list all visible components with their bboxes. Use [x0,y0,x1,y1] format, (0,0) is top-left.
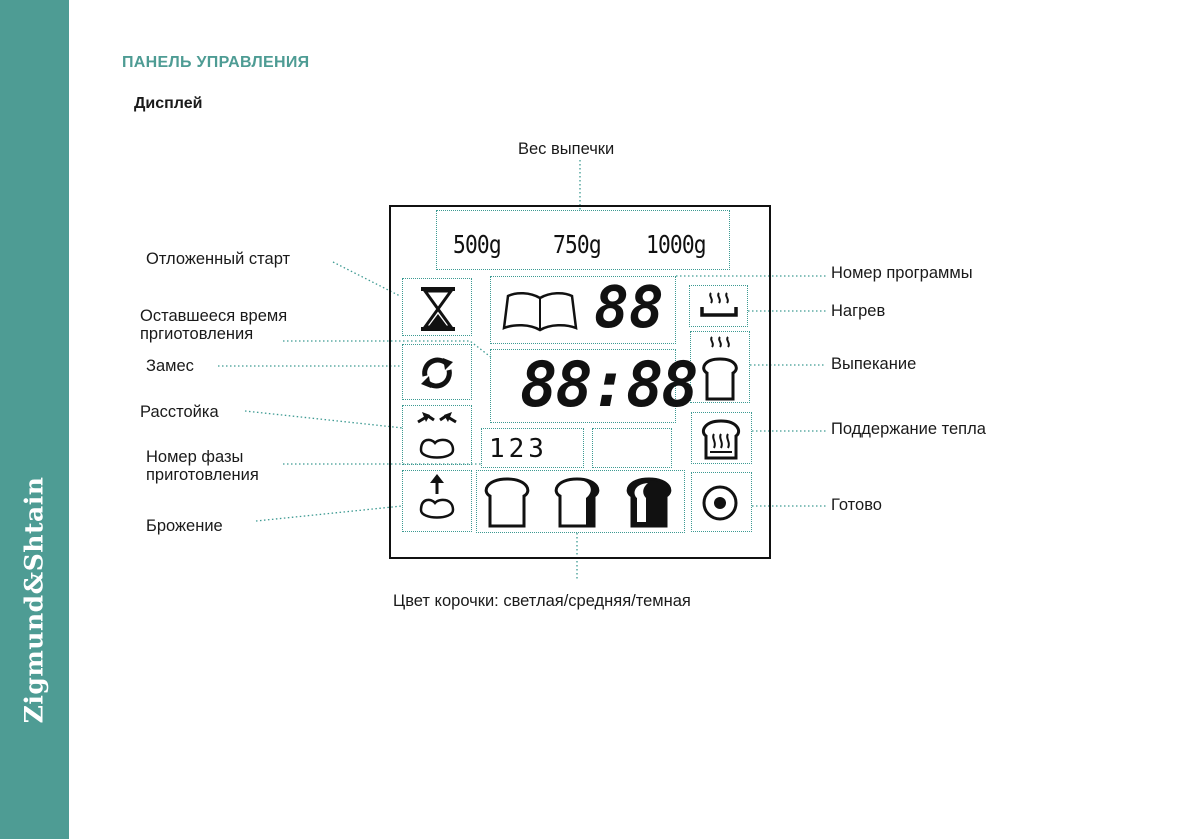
medium-crust-icon [552,476,602,528]
rotate-arrows-icon [416,352,458,394]
time-digits: 88:88 [520,354,697,416]
ready-icon [701,484,739,522]
weight-750: 750g [553,230,601,259]
light-crust-icon [482,476,532,528]
dough-merge-icon [415,410,459,462]
weight-500: 500g [453,230,501,259]
dough-rise-icon [415,474,459,524]
program-number-digits: 88 [594,278,664,336]
book-icon [502,290,578,332]
baking-bread-icon [700,335,740,401]
keep-warm-icon [700,418,742,460]
heating-icon [699,289,739,321]
weight-1000: 1000g [646,230,706,259]
dark-crust-icon [624,476,674,528]
empty-segment-region [592,428,672,468]
hourglass-icon [418,286,458,332]
phase-number-digits: 123 [489,434,548,464]
